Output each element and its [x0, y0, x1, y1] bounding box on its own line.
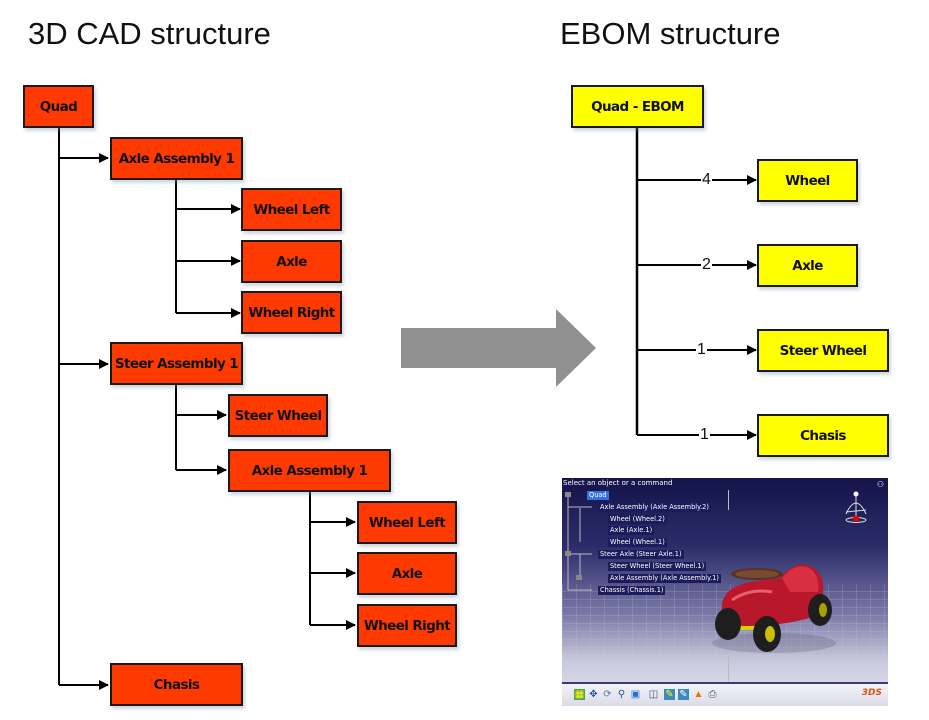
measure-icon[interactable]: ▲	[693, 689, 704, 700]
ebom-item-axle[interactable]: Axle	[757, 244, 858, 287]
qty-steer-wheel: 1	[696, 341, 707, 358]
rotate-icon[interactable]: ⟳	[603, 689, 612, 700]
transform-arrow	[401, 309, 596, 387]
node-wheel-left-nested[interactable]: Wheel Left	[357, 501, 457, 544]
tree-node-steer-wheel[interactable]: Steer Wheel (Steer Wheel.1)	[608, 562, 707, 571]
qty-wheel: 4	[701, 171, 712, 188]
node-wheel-right[interactable]: Wheel Right	[241, 291, 342, 334]
tree-branch-lines	[565, 492, 592, 591]
ebom-item-wheel[interactable]: Wheel	[757, 159, 858, 202]
node-axle-nested[interactable]: Axle	[357, 552, 457, 595]
node-axle-assembly-1[interactable]: Axle Assembly 1	[110, 137, 243, 180]
ebom-item-chasis[interactable]: Chasis	[757, 414, 889, 457]
render-style-icon[interactable]: ◫	[648, 689, 659, 700]
status-prompt: Select an object or a command	[563, 479, 673, 487]
tree-node-chassis[interactable]: Chassis (Chassis.1)	[598, 586, 666, 595]
node-steer-assembly-1[interactable]: Steer Assembly 1	[110, 342, 243, 385]
node-quad[interactable]: Quad	[23, 85, 94, 128]
splitter-bottom	[728, 656, 729, 682]
qty-axle: 2	[701, 256, 712, 273]
node-wheel-right-nested[interactable]: Wheel Right	[357, 604, 457, 647]
node-axle-assembly-nested[interactable]: Axle Assembly 1	[228, 449, 391, 492]
ebom-root[interactable]: Quad - EBOM	[571, 85, 704, 128]
tree-node-wheel-1[interactable]: Wheel (Wheel.1)	[608, 538, 667, 547]
node-chasis[interactable]: Chasis	[110, 663, 243, 706]
zoom-icon[interactable]: ⚲	[617, 689, 626, 700]
cad-structure-title: 3D CAD structure	[28, 16, 271, 51]
fit-all-icon[interactable]: ▦	[574, 689, 585, 700]
splitter-top	[728, 490, 729, 510]
quad-3d-model[interactable]	[702, 548, 852, 658]
compass-icon[interactable]	[842, 490, 870, 526]
ebom-structure-title: EBOM structure	[560, 16, 781, 51]
swap-visible-icon[interactable]: ✎	[678, 689, 689, 700]
catia-viewer[interactable]: Select an object or a command ⚇ Quad Axl…	[562, 478, 888, 706]
hide-show-icon[interactable]: ✎	[664, 689, 675, 700]
tree-node-axle-assembly-2[interactable]: Axle Assembly (Axle Assembly.2)	[598, 503, 711, 512]
tree-node-axle-1[interactable]: Axle (Axle.1)	[608, 526, 655, 535]
node-wheel-left[interactable]: Wheel Left	[241, 188, 342, 231]
print-icon[interactable]: ⎙	[708, 689, 717, 700]
node-axle[interactable]: Axle	[241, 240, 342, 283]
3ds-logo: 3DS	[861, 688, 882, 698]
pan-icon[interactable]: ✥	[589, 689, 598, 700]
view-cube-icon[interactable]: ▣	[630, 689, 641, 700]
tree-node-wheel-2[interactable]: Wheel (Wheel.2)	[608, 515, 667, 524]
tree-node-quad[interactable]: Quad	[587, 491, 609, 500]
tree-toggle-icon[interactable]: ⚇	[876, 480, 884, 489]
node-steer-wheel[interactable]: Steer Wheel	[228, 394, 328, 437]
tree-node-steer-axle[interactable]: Steer Axle (Steer Axle.1)	[598, 550, 684, 559]
view-toolbar: ▦ ✥ ⟳ ⚲ ▣ ◫ ✎ ✎ ▲ ⎙ 3DS	[562, 682, 888, 706]
ebom-item-steer-wheel[interactable]: Steer Wheel	[757, 329, 889, 372]
tree-node-axle-assembly-1[interactable]: Axle Assembly (Axle Assembly.1)	[608, 574, 721, 583]
qty-chasis: 1	[699, 426, 710, 443]
